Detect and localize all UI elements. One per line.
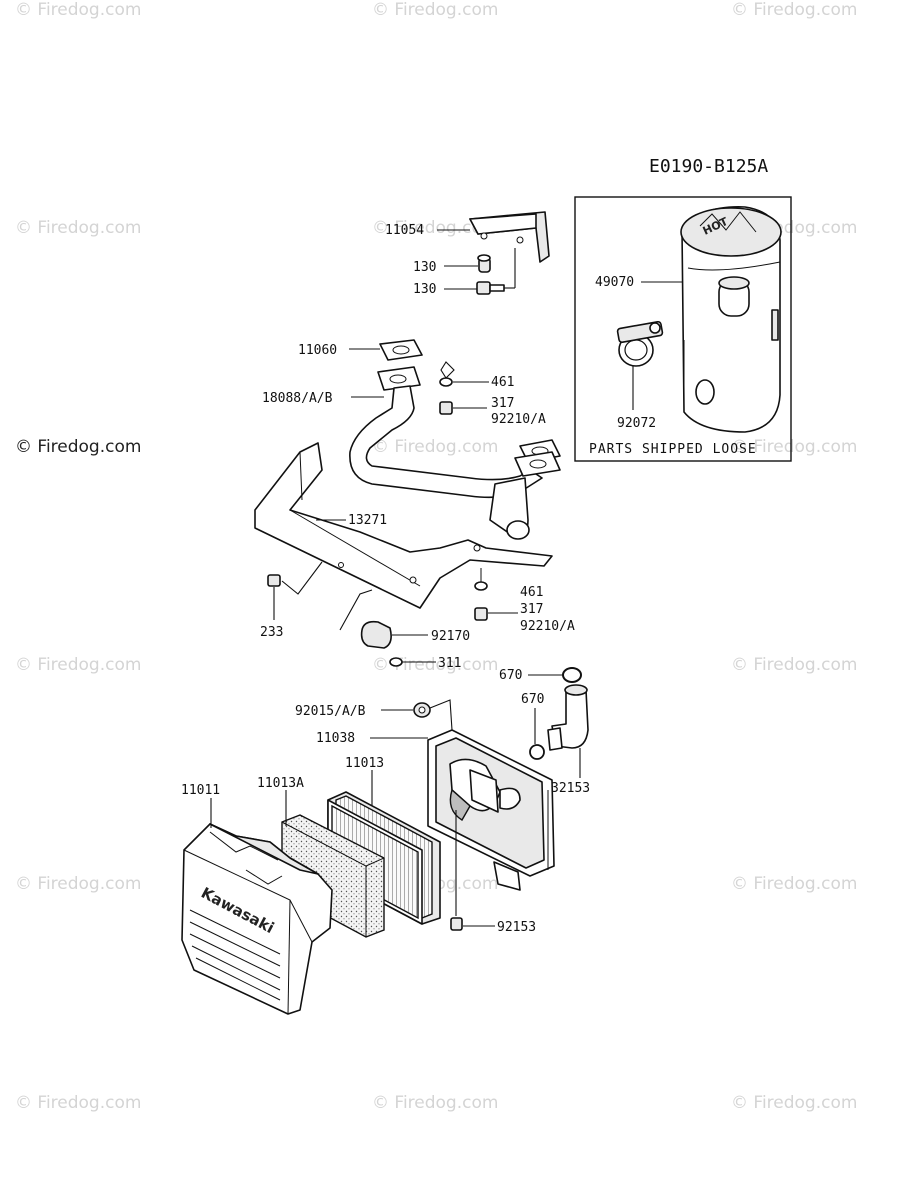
label-92072: 92072 xyxy=(617,416,656,431)
watermark-text: © Firedog.com xyxy=(372,437,498,457)
label-130-a: 130 xyxy=(413,260,436,275)
nut-317-a xyxy=(439,401,453,415)
watermark-text: © Firedog.com xyxy=(15,437,141,457)
bracket-11054 xyxy=(469,211,550,263)
nut-92015 xyxy=(413,699,453,731)
watermark-text: © Firedog.com xyxy=(372,655,498,675)
clamp-92170 xyxy=(339,589,392,649)
watermark-text: © Firedog.com xyxy=(731,1093,857,1113)
label-233: 233 xyxy=(260,625,283,640)
label-317-a: 317 xyxy=(491,396,514,411)
label-11054: 11054 xyxy=(385,223,424,238)
label-670-a: 670 xyxy=(499,668,522,683)
washer-461-a xyxy=(439,377,453,387)
label-130-b: 130 xyxy=(413,282,436,297)
nut-311 xyxy=(389,657,403,667)
bolt-130-b xyxy=(476,281,505,295)
o-ring-670-a xyxy=(562,667,582,683)
watermark-text: © Firedog.com xyxy=(15,874,141,894)
watermark-text: © Firedog.com xyxy=(372,218,498,238)
watermark-text: © Firedog.com xyxy=(731,0,857,20)
air-cleaner-base-11038 xyxy=(427,729,555,891)
watermark-text: © Firedog.com xyxy=(731,874,857,894)
label-311: 311 xyxy=(438,656,461,671)
bolt-233 xyxy=(267,561,323,595)
watermark-text: © Firedog.com xyxy=(372,0,498,20)
label-11013: 11013 xyxy=(345,756,384,771)
label-18088: 18088/A/B xyxy=(262,391,333,406)
watermark-text: © Firedog.com xyxy=(731,437,857,457)
cover-grille xyxy=(189,909,281,1001)
bolt-92153 xyxy=(450,810,463,931)
heat-shield-13271 xyxy=(254,442,553,609)
label-461-b: 461 xyxy=(520,585,543,600)
box-caption: PARTS SHIPPED LOOSE xyxy=(589,442,757,457)
label-11011: 11011 xyxy=(181,783,220,798)
exhaust-pipe-18088 xyxy=(349,366,561,540)
watermark-text: © Firedog.com xyxy=(15,0,141,20)
muffler-49070: HOT xyxy=(680,206,782,433)
air-cleaner-cover-11011: Kawasaki xyxy=(181,823,333,1015)
watermark-text: © Firedog.com xyxy=(15,1093,141,1113)
label-11038: 11038 xyxy=(316,731,355,746)
watermark-text: © Firedog.com xyxy=(731,655,857,675)
bolt-130-a xyxy=(477,254,491,273)
label-461-a: 461 xyxy=(491,375,514,390)
label-92210-a: 92210/A xyxy=(491,412,546,427)
label-49070: 49070 xyxy=(595,275,634,290)
label-92015: 92015/A/B xyxy=(295,704,366,719)
diagram-code: E0190-B125A xyxy=(649,156,768,177)
nut-317-b xyxy=(474,607,488,621)
watermark-text: © Firedog.com xyxy=(15,218,141,238)
label-13271: 13271 xyxy=(348,513,387,528)
label-92210-b: 92210/A xyxy=(520,619,575,634)
label-92170: 92170 xyxy=(431,629,470,644)
parts-shipped-loose-box xyxy=(574,196,792,462)
watermark-text: © Firedog.com xyxy=(372,1093,498,1113)
watermark-text: © Firedog.com xyxy=(15,655,141,675)
label-32153: 32153 xyxy=(551,781,590,796)
label-92153: 92153 xyxy=(497,920,536,935)
elbow-32153 xyxy=(547,684,589,751)
label-317-b: 317 xyxy=(520,602,543,617)
clamp-92072 xyxy=(616,320,664,367)
o-ring-670-b xyxy=(529,744,545,760)
label-11060: 11060 xyxy=(298,343,337,358)
washer-461-b xyxy=(474,568,488,591)
label-670-b: 670 xyxy=(521,692,544,707)
label-11013A: 11013A xyxy=(257,776,304,791)
